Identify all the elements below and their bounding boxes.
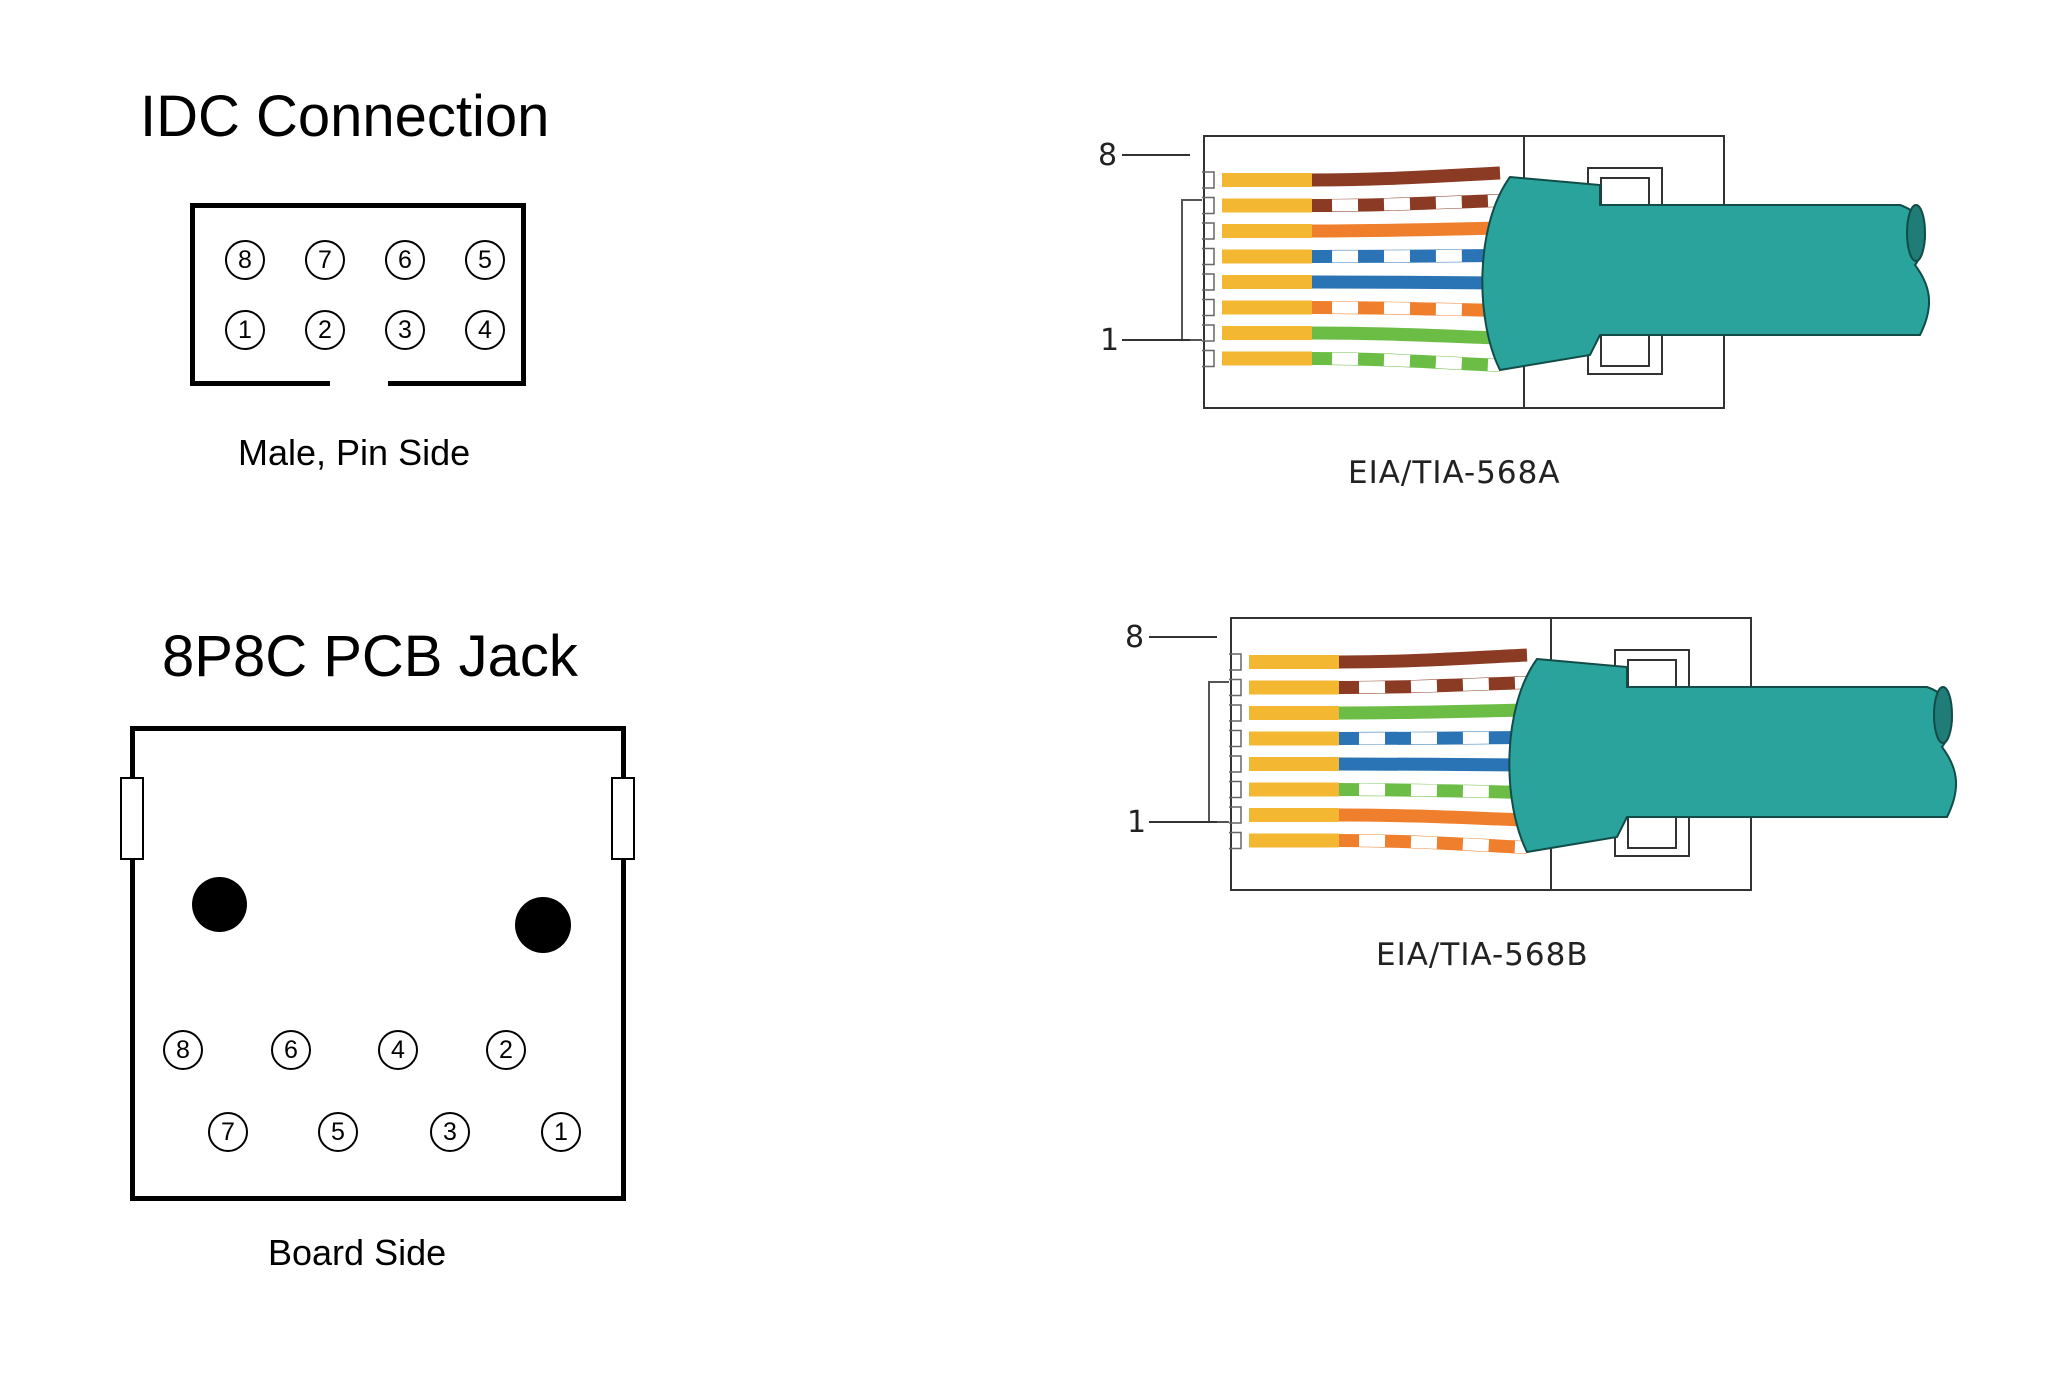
cable-end <box>1906 204 1926 262</box>
wire-stripe <box>1338 731 1528 745</box>
idc-pin: 7 <box>305 240 345 280</box>
wire-blue <box>1311 275 1501 290</box>
contact-notch <box>1229 755 1242 773</box>
gold-contact <box>1249 680 1339 695</box>
contact-notch <box>1229 704 1242 722</box>
contact-notch <box>1202 324 1215 342</box>
wire-orange <box>1338 808 1528 827</box>
cable-end <box>1933 686 1953 744</box>
gold-contact <box>1222 326 1312 340</box>
jack-caption: Board Side <box>268 1232 447 1273</box>
gold-contact <box>1222 351 1312 366</box>
gold-contact <box>1222 275 1312 289</box>
idc-pin: 2 <box>305 310 345 350</box>
plug-comb <box>1208 681 1229 823</box>
gold-contact <box>1222 300 1312 315</box>
contact-notch <box>1202 196 1215 215</box>
gold-contact <box>1249 757 1339 771</box>
wire-stripe <box>1338 783 1528 799</box>
wire-stripe <box>1338 834 1528 854</box>
plug-568b-diagram: 81 <box>1125 617 1957 891</box>
plug-568b-caption: EIA/TIA-568B <box>1376 937 1589 973</box>
contact-notch <box>1202 349 1215 368</box>
contact-notch <box>1202 247 1215 266</box>
plug-568a-diagram: 81 <box>1098 135 1930 409</box>
idc-pin: 8 <box>225 240 265 280</box>
pin-label-1: 1 <box>1100 323 1119 358</box>
idc-connector-outline <box>190 203 526 386</box>
wire-stripe <box>1338 676 1528 694</box>
idc-caption: Male, Pin Side <box>238 432 471 473</box>
jack-outline <box>130 726 626 1201</box>
contact-notch <box>1229 806 1242 824</box>
wire-blue <box>1338 757 1528 772</box>
wire-stripe <box>1311 194 1501 212</box>
idc-pin: 4 <box>465 310 505 350</box>
jack-pin: 5 <box>318 1112 358 1152</box>
wire-stripe <box>1311 301 1501 317</box>
contact-notch <box>1202 298 1215 317</box>
contact-notch <box>1202 222 1215 240</box>
jack-pin: 6 <box>271 1030 311 1070</box>
idc-bottom-edge-right <box>388 381 526 386</box>
contact-notch <box>1202 171 1215 189</box>
idc-pin: 3 <box>385 310 425 350</box>
wire-stripe <box>1311 249 1501 263</box>
gold-contact <box>1222 249 1312 264</box>
contact-notch <box>1229 729 1242 748</box>
jack-pin: 8 <box>163 1030 203 1070</box>
plug-568a-caption: EIA/TIA-568A <box>1348 455 1561 491</box>
jack-pin: 1 <box>541 1112 581 1152</box>
gold-contact <box>1249 808 1339 822</box>
contact-notch <box>1229 653 1242 671</box>
contact-notch <box>1229 831 1242 850</box>
wire-green <box>1311 326 1501 345</box>
gold-contact <box>1249 731 1339 746</box>
pin-label-8: 8 <box>1125 620 1144 655</box>
contact-notch <box>1202 273 1215 291</box>
idc-bottom-edge-left <box>190 381 330 386</box>
gold-contact <box>1249 782 1339 797</box>
jack-pin: 3 <box>430 1112 470 1152</box>
wire-orange <box>1311 221 1501 238</box>
idc-title: IDC Connection <box>140 84 550 149</box>
gold-contact <box>1222 224 1312 238</box>
idc-pin: 6 <box>385 240 425 280</box>
jack-left-tab <box>120 777 144 860</box>
jack-right-tab <box>611 777 635 860</box>
wire-brown <box>1338 648 1528 669</box>
jack-mount-hole-right <box>515 897 571 953</box>
wire-green <box>1338 703 1528 720</box>
jack-pin: 2 <box>486 1030 526 1070</box>
jack-pin: 4 <box>378 1030 418 1070</box>
idc-pin: 5 <box>465 240 505 280</box>
gold-contact <box>1249 655 1339 669</box>
gold-contact <box>1249 706 1339 720</box>
idc-pin: 1 <box>225 310 265 350</box>
jack-mount-hole-left <box>192 877 247 932</box>
gold-contact <box>1222 173 1312 187</box>
gold-contact <box>1249 833 1339 848</box>
wire-brown <box>1311 166 1501 187</box>
gold-contact <box>1222 198 1312 213</box>
contact-notch <box>1229 678 1242 697</box>
pin-label-1: 1 <box>1127 805 1146 840</box>
contact-notch <box>1229 780 1242 799</box>
jack-title: 8P8C PCB Jack <box>162 624 578 689</box>
plug-comb <box>1181 199 1202 341</box>
pin-label-8: 8 <box>1098 138 1117 173</box>
wire-stripe <box>1311 352 1501 372</box>
jack-pin: 7 <box>208 1112 248 1152</box>
